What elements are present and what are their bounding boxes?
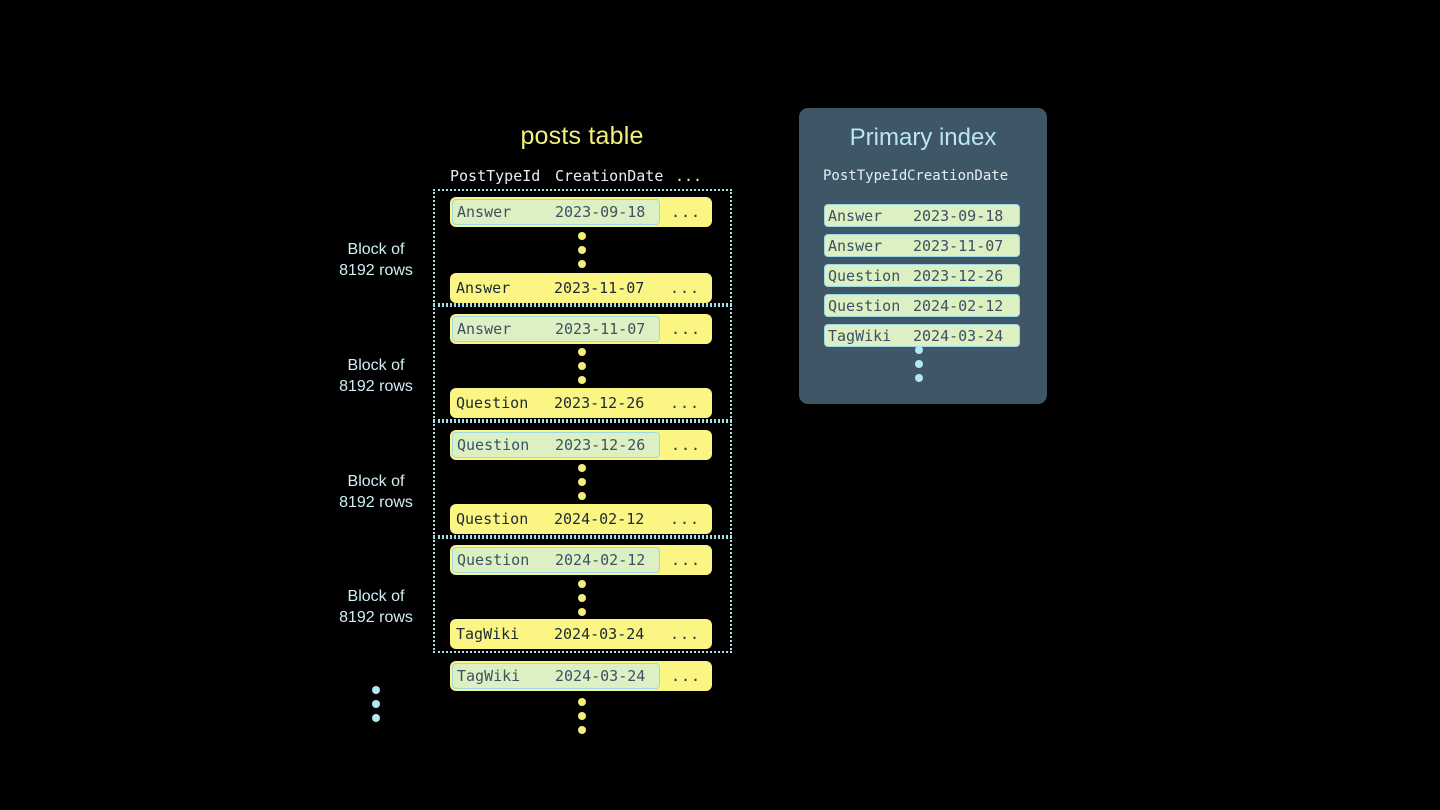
cell-more: ... — [669, 279, 701, 297]
index-entry-row: Question 2023-12-26 — [824, 264, 1020, 287]
row-key-highlight: Answer 2023-11-07 — [452, 316, 660, 342]
cell-more: ... — [670, 436, 702, 454]
row-ellipsis-dots — [577, 232, 587, 268]
posts-table-column-headers: PostTypeId CreationDate ... — [450, 165, 712, 187]
table-row: Question 2024-02-12 ... — [450, 504, 712, 534]
cell-posttypeid: Answer — [457, 203, 512, 221]
blocks-continue-dots — [371, 686, 381, 722]
cell-more: ... — [670, 320, 702, 338]
block-label-1-line2: 8192 rows — [339, 262, 413, 279]
cell-creationdate: 2024-03-24 — [554, 625, 645, 643]
cell-creationdate: 2023-12-26 — [913, 266, 1004, 285]
cell-creationdate: 2023-12-26 — [555, 436, 646, 454]
block-label-2: Block of 8192 rows — [301, 355, 451, 397]
row-key-highlight: Question 2024-02-12 — [452, 547, 660, 573]
column-header-posttypeid: PostTypeId — [823, 168, 908, 184]
row-ellipsis-dots — [577, 580, 587, 616]
cell-posttypeid: Question — [457, 551, 530, 569]
index-entry-row: Answer 2023-11-07 — [824, 234, 1020, 257]
cell-creationdate: 2023-11-07 — [913, 236, 1004, 255]
cell-posttypeid: Answer — [828, 236, 883, 255]
cell-creationdate: 2023-09-18 — [555, 203, 646, 221]
block-label-1-line1: Block of — [347, 241, 405, 258]
primary-index-panel: Primary index PostTypeId CreationDate An… — [799, 108, 1047, 404]
cell-posttypeid: Question — [456, 394, 529, 412]
block-label-2-line2: 8192 rows — [339, 378, 413, 395]
cell-more: ... — [669, 510, 701, 528]
block-label-2-line1: Block of — [347, 357, 405, 374]
cell-more: ... — [669, 625, 701, 643]
cell-creationdate: 2023-09-18 — [913, 206, 1004, 225]
table-row: TagWiki 2024-03-24 ... — [450, 661, 712, 691]
cell-creationdate: 2023-11-07 — [554, 279, 645, 297]
table-row: Answer 2023-11-07 ... — [450, 314, 712, 344]
block-container-1 — [433, 189, 732, 305]
table-row: Question 2024-02-12 ... — [450, 545, 712, 575]
cell-posttypeid: Question — [828, 296, 901, 315]
row-cells: Question 2024-02-12 — [452, 506, 658, 532]
block-label-4-line2: 8192 rows — [339, 609, 413, 626]
row-key-highlight: TagWiki 2024-03-24 — [452, 663, 660, 689]
row-cells: Question 2023-12-26 — [452, 390, 658, 416]
row-ellipsis-dots — [577, 464, 587, 500]
table-row: Answer 2023-09-18 ... — [450, 197, 712, 227]
block-label-3: Block of 8192 rows — [301, 471, 451, 513]
index-continues-dots — [914, 346, 924, 382]
cell-posttypeid: TagWiki — [456, 625, 520, 643]
cell-more: ... — [670, 551, 702, 569]
primary-index-column-headers: PostTypeId CreationDate — [823, 166, 1027, 186]
cell-creationdate: 2024-03-24 — [913, 326, 1004, 345]
cell-posttypeid: Question — [828, 266, 901, 285]
table-row: Answer 2023-11-07 ... — [450, 273, 712, 303]
primary-index-title: Primary index — [849, 124, 997, 151]
cell-posttypeid: TagWiki — [457, 667, 521, 685]
cell-more: ... — [669, 394, 701, 412]
row-ellipsis-dots — [577, 348, 587, 384]
block-label-4-line1: Block of — [347, 588, 405, 605]
column-header-creationdate: CreationDate — [907, 168, 1009, 184]
cell-creationdate: 2023-12-26 — [554, 394, 645, 412]
row-cells: Answer 2023-11-07 — [452, 275, 658, 301]
cell-creationdate: 2024-03-24 — [555, 667, 646, 685]
table-row: Question 2023-12-26 ... — [450, 430, 712, 460]
index-entry-row: Answer 2023-09-18 — [824, 204, 1020, 227]
cell-posttypeid: TagWiki — [828, 326, 892, 345]
cell-posttypeid: Question — [456, 510, 529, 528]
row-cells: TagWiki 2024-03-24 — [452, 621, 658, 647]
row-key-highlight: Question 2023-12-26 — [452, 432, 660, 458]
posts-table-title: posts table — [520, 122, 644, 150]
block-container-3 — [433, 421, 732, 537]
cell-creationdate: 2024-02-12 — [554, 510, 645, 528]
index-entry-row: TagWiki 2024-03-24 — [824, 324, 1020, 347]
table-row: Question 2023-12-26 ... — [450, 388, 712, 418]
block-label-3-line2: 8192 rows — [339, 494, 413, 511]
table-row: TagWiki 2024-03-24 ... — [450, 619, 712, 649]
cell-more: ... — [670, 203, 702, 221]
column-header-creationdate: CreationDate — [555, 167, 664, 185]
cell-posttypeid: Answer — [456, 279, 511, 297]
cell-posttypeid: Question — [457, 436, 530, 454]
column-header-more: ... — [675, 167, 703, 185]
cell-creationdate: 2023-11-07 — [555, 320, 646, 338]
cell-posttypeid: Answer — [457, 320, 512, 338]
block-label-4: Block of 8192 rows — [301, 586, 451, 628]
cell-creationdate: 2024-02-12 — [555, 551, 646, 569]
table-continues-dots — [577, 698, 587, 734]
block-label-1: Block of 8192 rows — [301, 239, 451, 281]
posts-table-group: posts table PostTypeId CreationDate ... … — [301, 122, 732, 734]
index-entry-row: Question 2024-02-12 — [824, 294, 1020, 317]
block-label-3-line1: Block of — [347, 473, 405, 490]
cell-creationdate: 2024-02-12 — [913, 296, 1004, 315]
block-container-2 — [433, 305, 732, 421]
column-header-posttypeid: PostTypeId — [450, 167, 541, 185]
cell-posttypeid: Answer — [828, 206, 883, 225]
cell-more: ... — [670, 667, 702, 685]
block-container-4 — [433, 537, 732, 653]
row-key-highlight: Answer 2023-09-18 — [452, 199, 660, 225]
